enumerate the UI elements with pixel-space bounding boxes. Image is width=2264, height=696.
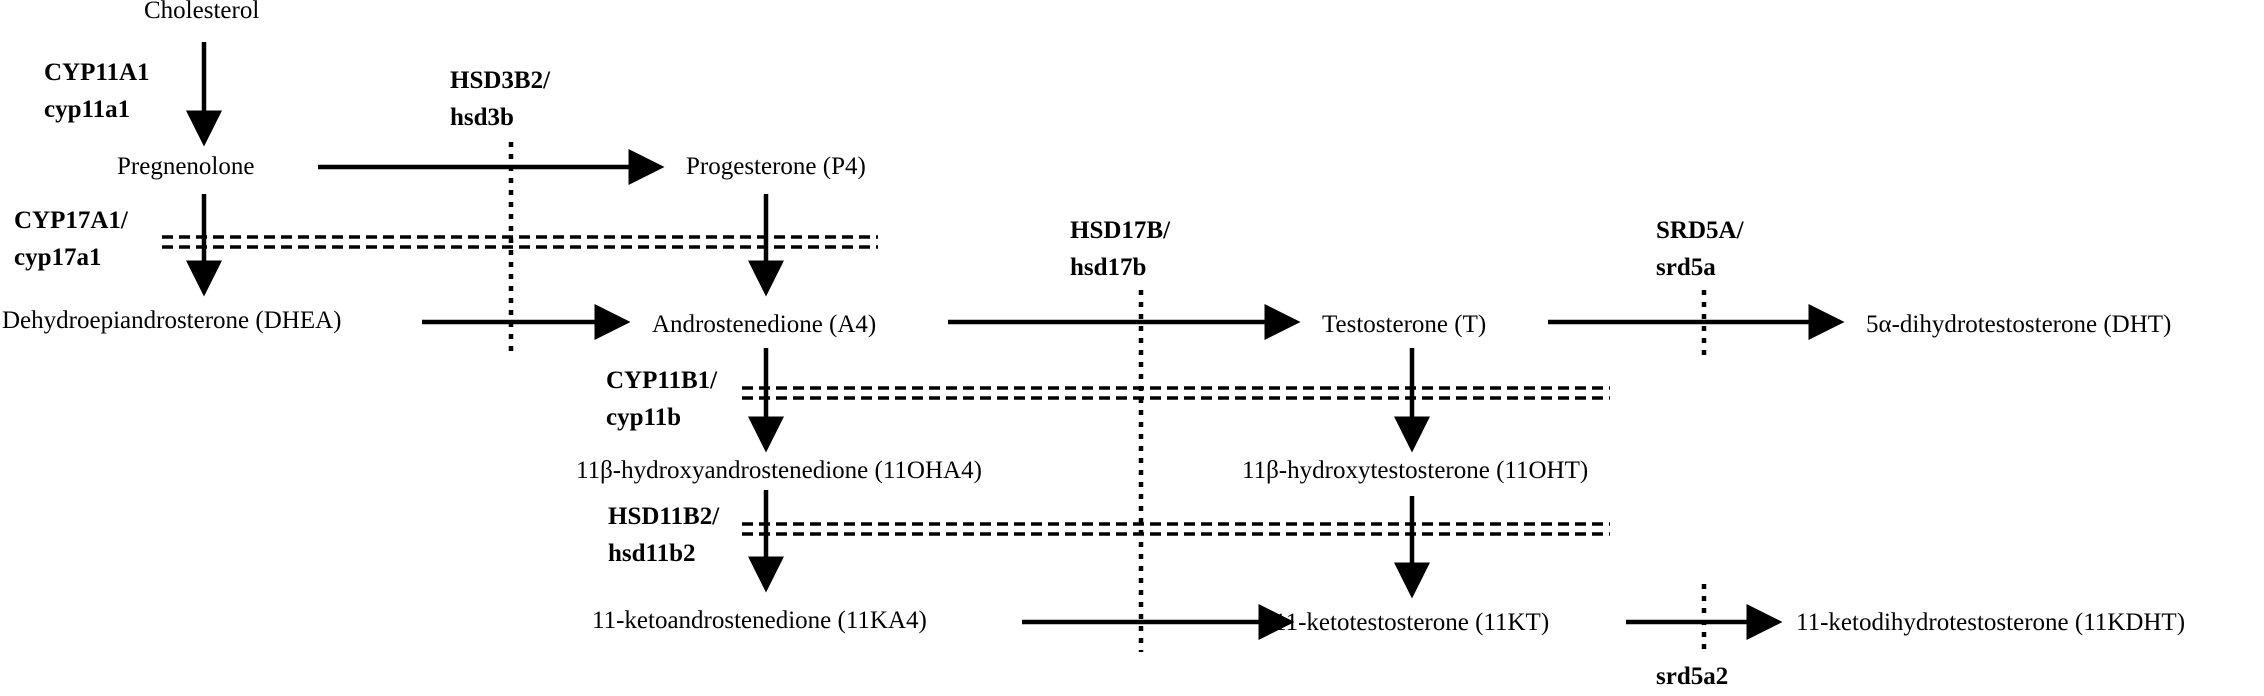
- compound-11oht: 11β-hydroxytestosterone (11OHT): [1242, 457, 1589, 484]
- double-dashed-line-hsd11b2: [742, 522, 1610, 536]
- double-dashed-line-cyp17a1: [162, 235, 878, 249]
- compound-cholesterol: Cholesterol: [144, 0, 260, 24]
- compound-11ka4: 11-ketoandrostenedione (11KA4): [592, 607, 927, 634]
- enzyme-srd5a2: srd5a2: [1656, 663, 1729, 690]
- enzyme-cyp11b1: CYP11B1/ cyp11b: [606, 367, 718, 431]
- compound-testosterone: Testosterone (T): [1322, 311, 1487, 338]
- compound-dhea: Dehydroepiandrosterone (DHEA): [2, 307, 342, 334]
- compound-progesterone: Progesterone (P4): [686, 153, 866, 180]
- compound-11oha4: 11β-hydroxyandrostenedione (11OHA4): [576, 457, 982, 484]
- compound-androstenedione: Androstenedione (A4): [652, 311, 877, 338]
- enzyme-cyp17a1: CYP17A1/ cyp17a1: [14, 207, 128, 271]
- enzyme-cyp11a1: CYP11A1 cyp11a1: [44, 59, 150, 123]
- enzyme-hsd3b2: HSD3B2/ hsd3b: [450, 67, 551, 131]
- compound-11kt: 11-ketotestosterone (11KT): [1274, 609, 1550, 636]
- compound-pregnenolone: Pregnenolone: [117, 153, 255, 180]
- enzyme-hsd17b: HSD17B/ hsd17b: [1070, 217, 1171, 281]
- compound-11kdht: 11-ketodihydrotestosterone (11KDHT): [1796, 609, 2186, 636]
- enzyme-srd5a: SRD5A/ srd5a: [1656, 217, 1744, 281]
- double-dashed-line-cyp11b1: [742, 386, 1610, 400]
- enzyme-hsd11b2: HSD11B2/ hsd11b2: [608, 503, 720, 567]
- compound-dht: 5α-dihydrotestosterone (DHT): [1866, 311, 2172, 338]
